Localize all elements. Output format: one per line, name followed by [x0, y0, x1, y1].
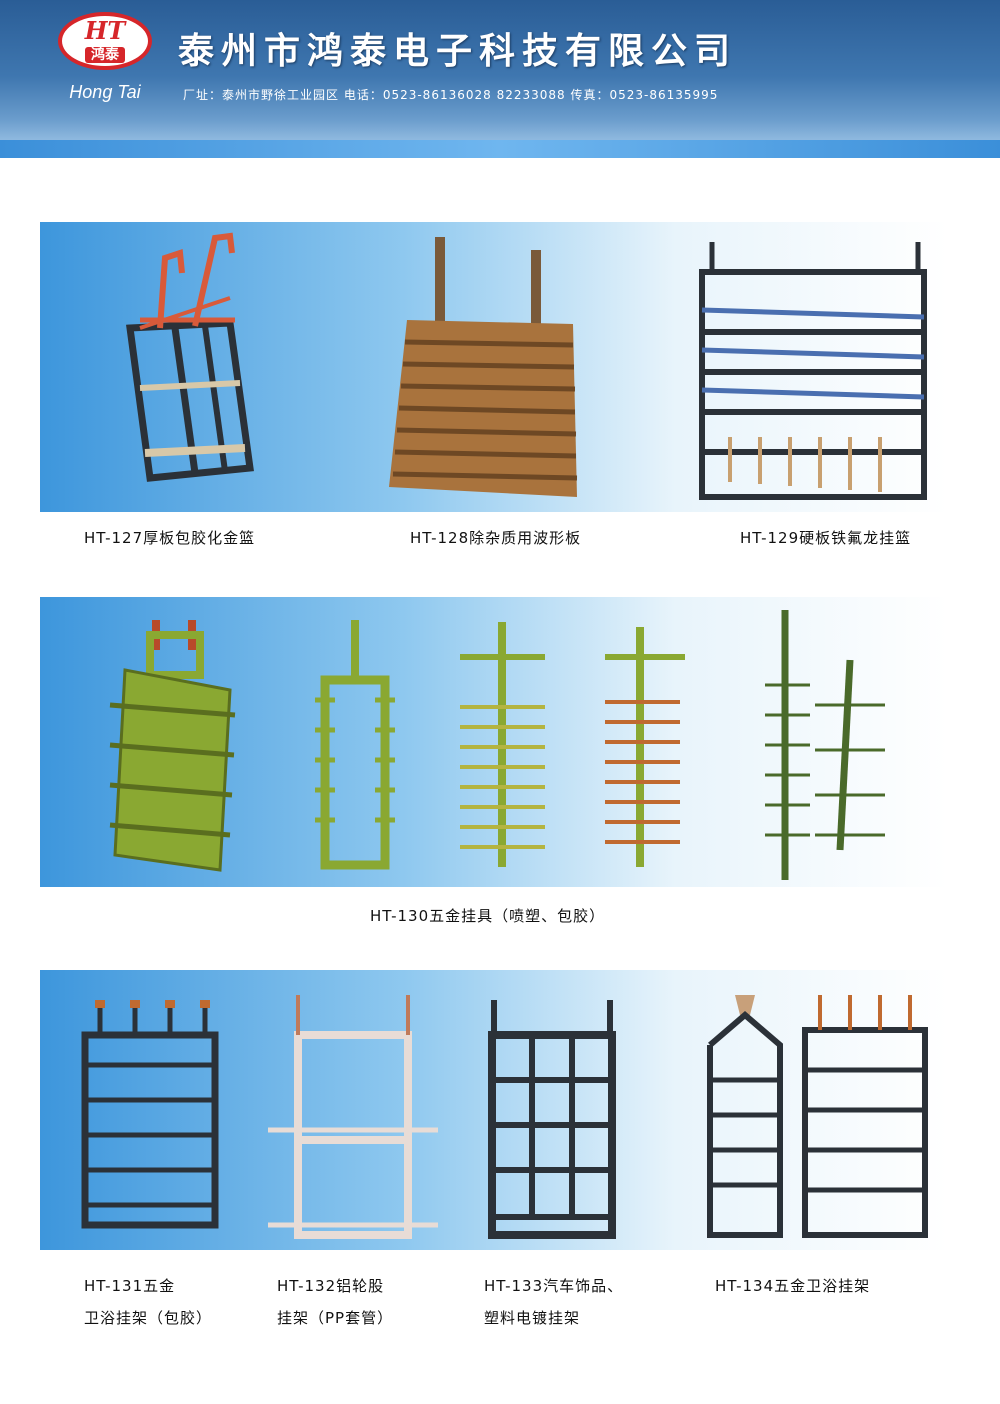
page-header: HT 鸿泰 Hong Tai 泰州市鸿泰电子科技有限公司 厂址：泰州市野徐工业园… [0, 0, 1000, 140]
caption-ht133-line1: HT-133汽车饰品、 [484, 1277, 624, 1295]
caption-ht131-line1: HT-131五金 [84, 1277, 176, 1295]
logo-cn: 鸿泰 [85, 47, 125, 63]
caption-ht132-line2: 挂架（PP套管） [277, 1309, 394, 1327]
product-image-ht133 [488, 1000, 616, 1239]
product-image-ht128 [389, 237, 578, 497]
header-strip [0, 140, 1000, 158]
company-address: 厂址：泰州市野徐工业园区 电话：0523-86136028 82233088 传… [183, 88, 719, 102]
company-name: 泰州市鸿泰电子科技有限公司 [178, 30, 738, 72]
product-image-ht130-spine-a [460, 622, 545, 867]
caption-ht127: HT-127厚板包胶化金篮 [84, 529, 256, 547]
caption-ht130: HT-130五金挂具（喷塑、包胶） [370, 907, 606, 925]
caption-ht134: HT-134五金卫浴挂架 [715, 1277, 871, 1295]
caption-ht129: HT-129硬板铁氟龙挂篮 [740, 529, 912, 547]
logo-mark: HT [84, 16, 126, 45]
product-image-ht130-spine-b [605, 627, 685, 867]
caption-ht128: HT-128除杂质用波形板 [410, 529, 582, 547]
caption-ht131-line2: 卫浴挂架（包胶） [84, 1309, 213, 1327]
caption-ht132-line1: HT-132铝轮股 [277, 1277, 385, 1295]
product-image-ht130-double-spine [765, 610, 885, 880]
company-logo: HT 鸿泰 Hong Tai [58, 12, 152, 104]
product-image-ht130-panel [109, 620, 236, 872]
product-image-ht132 [268, 995, 438, 1239]
product-image-ht129 [699, 242, 927, 500]
caption-ht133-line2: 塑料电镀挂架 [484, 1309, 581, 1327]
product-image-ht127 [126, 232, 254, 482]
product-image-ht134 [707, 995, 928, 1238]
logo-en: Hong Tai [69, 82, 141, 102]
product-image-ht130-frame [315, 620, 395, 870]
product-image-ht131 [81, 1000, 219, 1229]
